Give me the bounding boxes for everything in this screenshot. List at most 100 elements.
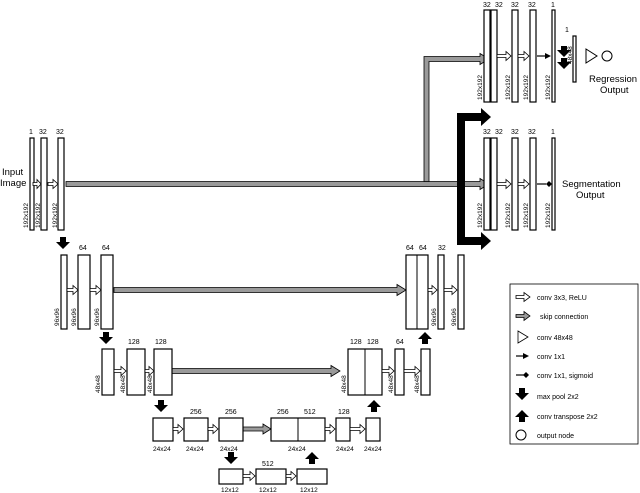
dim-label: 12x12 — [300, 487, 318, 493]
dim-label: 192x192 — [523, 203, 530, 228]
dim-label: 96x96 — [94, 308, 101, 326]
channel-label: 64 — [396, 339, 404, 346]
dim-label: 48x48 — [414, 375, 421, 393]
channel-label: 1 — [29, 129, 33, 136]
feature-map-seg-out — [551, 137, 556, 231]
bottleneck: 512 12x12 12x12 12x12 — [218, 461, 328, 493]
svg-text:max pool 2x2: max pool 2x2 — [537, 394, 579, 401]
feature-map-dec3-a — [394, 348, 405, 396]
skip-connection-level2 — [113, 283, 407, 297]
feature-map-bottleneck-b — [255, 468, 287, 485]
dim-label: 192x192 — [523, 75, 530, 100]
channel-label: 1 — [551, 129, 555, 136]
dim-label: 48x48 — [388, 375, 395, 393]
dim-label: 24x24 — [220, 446, 238, 453]
channel-label: 128 — [367, 339, 379, 346]
channel-label: 32 — [483, 129, 491, 136]
decoder-level2: 64 64 32 96x96 96x96 — [405, 245, 465, 330]
dim-label: 48x48 — [95, 375, 102, 393]
dim-label: 96x96 — [431, 308, 438, 326]
dim-label: 192x192 — [477, 75, 484, 100]
feature-map-dec3-b — [420, 348, 431, 396]
legend-item-maxpool: max pool 2x2 — [515, 388, 579, 401]
legend-box — [509, 283, 639, 445]
svg-text:skip connection: skip connection — [540, 314, 588, 321]
dim-label: 96x96 — [71, 308, 78, 326]
feature-map-enc2-b — [77, 254, 91, 330]
channel-label: 1 — [551, 2, 555, 9]
dim-label: 48x48 — [341, 375, 348, 393]
channel-label: 128 — [338, 409, 350, 416]
channel-label: 32 — [495, 129, 503, 136]
channel-label: 256 — [225, 409, 237, 416]
channel-label: 1 — [565, 27, 569, 34]
dim-label: 192x192 — [505, 75, 512, 100]
conv3x3-arrows — [32, 50, 530, 482]
svg-text:conv transpose 2x2: conv transpose 2x2 — [537, 414, 598, 421]
dim-label: 12x12 — [221, 487, 239, 493]
channel-label: 512 — [304, 409, 316, 416]
legend-item-upconv: conv transpose 2x2 — [515, 410, 598, 422]
conv1x1-arrows — [537, 53, 552, 187]
channel-label: 128 — [128, 339, 140, 346]
svg-text:conv 3x3, ReLU: conv 3x3, ReLU — [537, 295, 587, 302]
dim-label: 192x192 — [545, 75, 552, 100]
legend-item-output-node: output node — [515, 429, 574, 441]
dim-label: 12x12 — [259, 487, 277, 493]
channel-label: 32 — [483, 2, 491, 9]
channel-label: 256 — [190, 409, 202, 416]
dim-label: 24x24 — [186, 446, 204, 453]
feature-map-bottleneck-a — [218, 468, 244, 485]
maxpool-arrows — [56, 46, 571, 464]
dim-label: 96x96 — [54, 308, 61, 326]
channel-label: 512 — [262, 461, 274, 468]
channel-label: 32 — [528, 129, 536, 136]
regression-output-label: Regression — [589, 74, 637, 85]
dim-label: 192x192 — [52, 203, 59, 228]
dim-label: 192x192 — [35, 203, 42, 228]
dim-label: 192x192 — [23, 203, 30, 228]
svg-text:conv 1x1, sigmoid: conv 1x1, sigmoid — [537, 373, 593, 380]
decoder-level4: 256 512 128 24x24 24x24 24x24 — [270, 409, 382, 453]
decoder-level3: 128 128 64 48x48 48x48 48x48 — [341, 339, 431, 396]
channel-label: 32 — [39, 129, 47, 136]
conv-48x48-triangle — [585, 48, 598, 64]
dim-label: 48x48 — [567, 46, 574, 64]
feature-map-enc3-b — [126, 348, 146, 396]
dim-label: 192x192 — [477, 203, 484, 228]
channel-label: 32 — [438, 245, 446, 252]
dim-label: 24x24 — [153, 446, 171, 453]
skip-connections — [65, 52, 490, 435]
channel-label: 32 — [495, 2, 503, 9]
channel-label: 64 — [406, 245, 414, 252]
dim-label: 96x96 — [451, 308, 458, 326]
legend-item-skip: skip connection — [515, 310, 588, 322]
channel-label: 32 — [511, 129, 519, 136]
dim-label: 48x48 — [147, 375, 154, 393]
encoder-level2: 64 64 96x96 96x96 96x96 — [54, 245, 114, 330]
segmentation-output-label: Segmentation — [562, 179, 621, 190]
feature-map-reg-concat-b — [490, 9, 498, 103]
feature-map-enc4-a — [152, 417, 174, 442]
feature-map-enc2-c — [100, 254, 114, 330]
legend-item-conv1x1-sigmoid: conv 1x1, sigmoid — [516, 372, 593, 380]
dim-label: 192x192 — [505, 203, 512, 228]
segmentation-output-label: Output — [576, 190, 605, 201]
encoder-level1: 1 32 32 192x192 192x192 192x192 Input Im… — [0, 129, 65, 231]
legend-item-conv48: conv 48x48 — [517, 330, 573, 344]
channel-label: 64 — [102, 245, 110, 252]
upconv-arrows — [305, 332, 432, 464]
legend-item-conv1x1: conv 1x1 — [516, 353, 565, 361]
feature-map-enc3-a — [101, 348, 115, 396]
feature-map-enc3-c — [153, 348, 173, 396]
channel-label: 128 — [350, 339, 362, 346]
legend: conv 3x3, ReLU skip connection conv 48x4… — [509, 283, 639, 445]
dim-label: 24x24 — [288, 446, 306, 453]
channel-label: 32 — [56, 129, 64, 136]
encoder-level3: 128 128 48x48 48x48 48x48 — [95, 339, 173, 396]
feature-map-enc2-a — [60, 254, 68, 330]
feature-map-reg-concat-a — [483, 9, 491, 103]
feature-map-reg-a — [511, 9, 519, 103]
feature-map-reg-b — [529, 9, 537, 103]
